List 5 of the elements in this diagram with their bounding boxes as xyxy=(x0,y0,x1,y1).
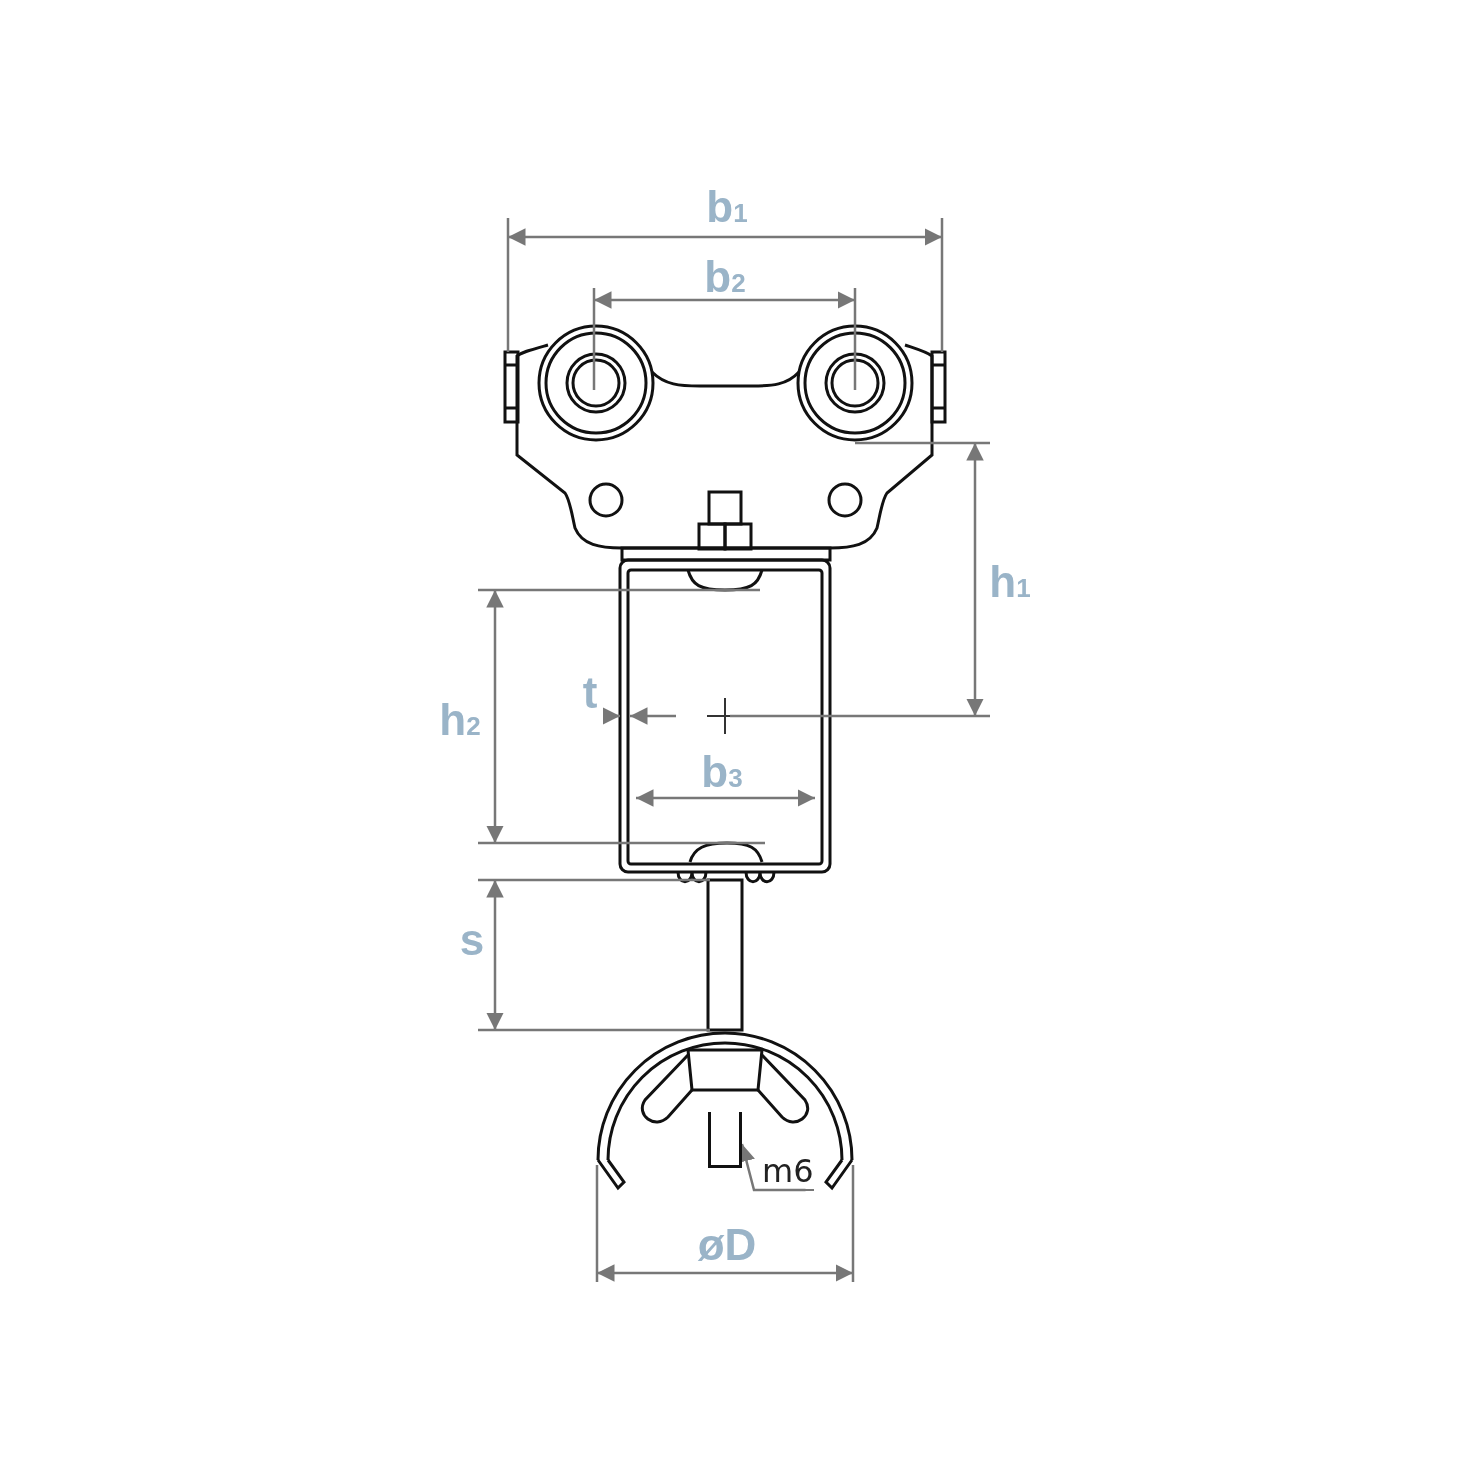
threaded-rod xyxy=(708,1112,742,1168)
thread-size-label: m6 xyxy=(762,1155,814,1191)
dimension-label: s xyxy=(459,918,485,962)
dimension-label: øD xyxy=(697,1223,757,1267)
dimension-label: t xyxy=(582,671,598,715)
